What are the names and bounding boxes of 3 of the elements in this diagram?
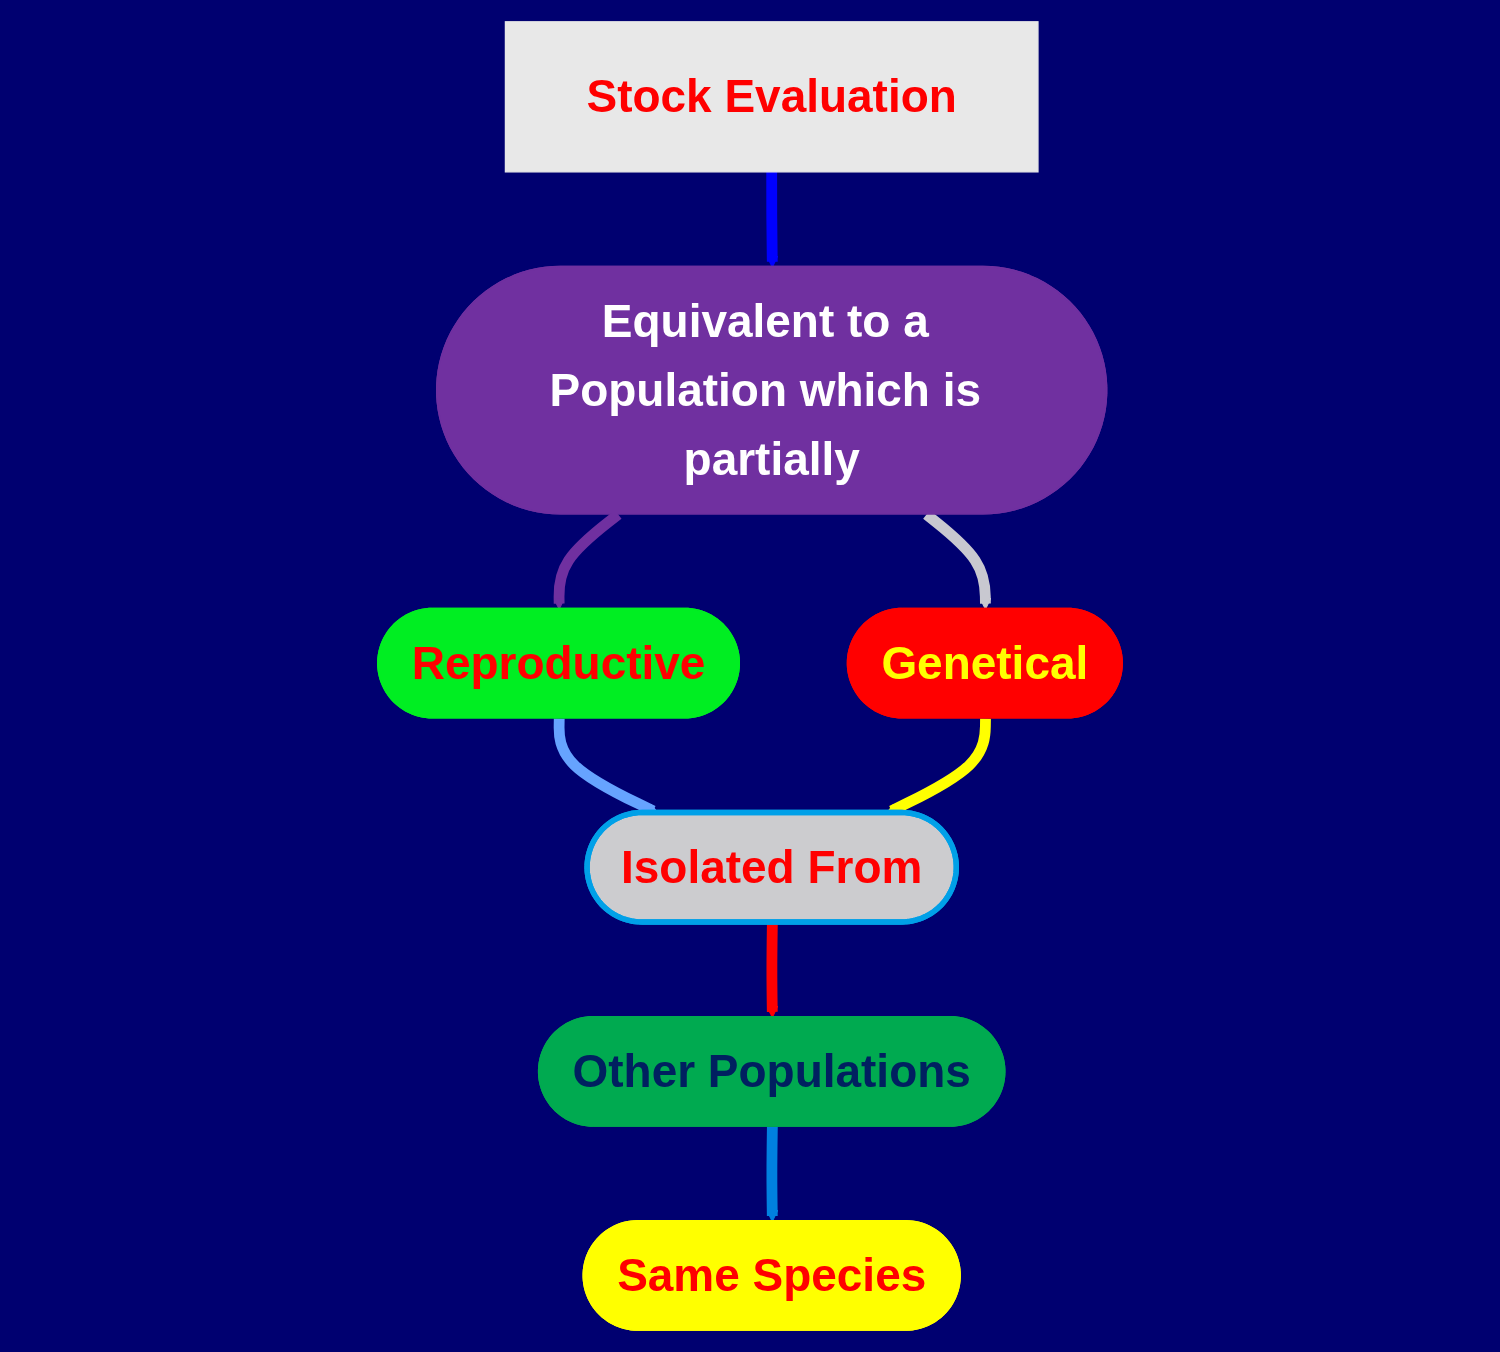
- arrow: [766, 1126, 779, 1222]
- arrow: [766, 171, 779, 268]
- node-box: Stock Evaluation: [504, 21, 1039, 173]
